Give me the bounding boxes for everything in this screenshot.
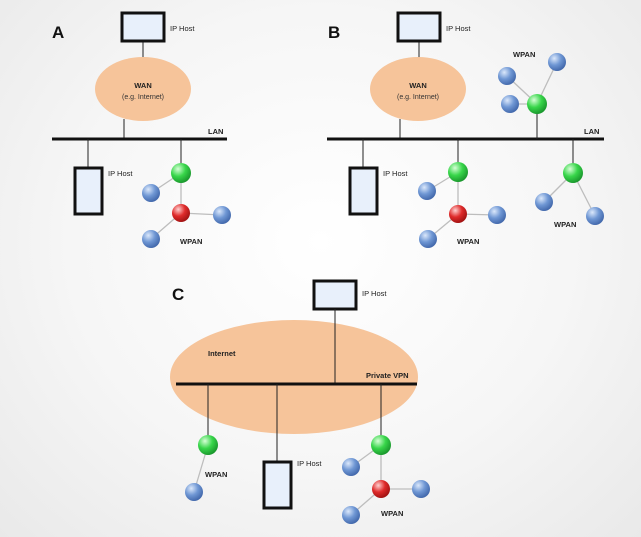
panel-b-device-node xyxy=(501,95,519,113)
panel-c-coordinator-node xyxy=(371,435,391,455)
panel-b-device-node xyxy=(419,230,437,248)
panel-c-host-bottom xyxy=(262,460,293,510)
panel-c-vpn-label: Private VPN xyxy=(366,371,409,380)
panel-c-internet-label: Internet xyxy=(208,349,236,358)
panel-b-wan-cloud xyxy=(370,57,466,121)
panel-b-router-node xyxy=(449,205,467,223)
panel-a-device-node xyxy=(142,230,160,248)
panel-b-coordinator-node xyxy=(448,162,468,182)
panel-b: B IP Host WAN (e.g. Internet) LAN WPAN I… xyxy=(327,11,604,248)
panel-c-coordinator-node xyxy=(198,435,218,455)
panel-a-host-bottom-label: IP Host xyxy=(108,169,133,178)
panel-b-host-bottom xyxy=(348,166,379,216)
panel-b-coordinator-node xyxy=(527,94,547,114)
panel-b-wpan-top-label: WPAN xyxy=(513,50,535,59)
panel-a-host-top xyxy=(120,11,166,43)
panel-a-wan-cloud xyxy=(95,57,191,121)
panel-b-wan-title: WAN xyxy=(409,81,427,90)
panel-b-wpan-mid-label: WPAN xyxy=(457,237,479,246)
panel-c-device-node xyxy=(342,506,360,524)
panel-c-device-node xyxy=(185,483,203,501)
panel-c-host-bottom-label: IP Host xyxy=(297,459,322,468)
panel-b-host-bottom-label: IP Host xyxy=(383,169,408,178)
panel-a-wpan-label: WPAN xyxy=(180,237,202,246)
panel-b-device-node xyxy=(535,193,553,211)
panel-b-wpan-right-label: WPAN xyxy=(554,220,576,229)
panel-c-device-node xyxy=(342,458,360,476)
panel-c-router-node xyxy=(372,480,390,498)
panel-b-device-node xyxy=(488,206,506,224)
panel-b-device-node xyxy=(586,207,604,225)
panel-a-wan-title: WAN xyxy=(134,81,152,90)
panel-a-coordinator-node xyxy=(171,163,191,183)
panel-c-device-node xyxy=(412,480,430,498)
panel-b-letter: B xyxy=(328,23,340,42)
panel-a-host-top-label: IP Host xyxy=(170,24,195,33)
panel-a-letter: A xyxy=(52,23,64,42)
panel-c-wpan-left-label: WPAN xyxy=(205,470,227,479)
panel-a-lan-label: LAN xyxy=(208,127,223,136)
panel-c-wpan-right-label: WPAN xyxy=(381,509,403,518)
panel-c: C Internet IP Host Private VPN WPAN IP H… xyxy=(170,279,430,524)
panel-c-host-top-label: IP Host xyxy=(362,289,387,298)
panel-b-device-node xyxy=(418,182,436,200)
panel-a-host-bottom xyxy=(73,166,104,216)
panel-b-host-top xyxy=(396,11,442,43)
panel-b-coordinator-node xyxy=(563,163,583,183)
panel-c-internet-cloud xyxy=(170,320,418,434)
panel-a-wan-subtitle: (e.g. Internet) xyxy=(122,94,164,101)
panel-b-lan-label: LAN xyxy=(584,127,599,136)
panel-a-device-node xyxy=(213,206,231,224)
panel-b-device-node xyxy=(498,67,516,85)
panel-a-device-node xyxy=(142,184,160,202)
panel-b-host-top-label: IP Host xyxy=(446,24,471,33)
panel-a-router-node xyxy=(172,204,190,222)
panel-a: A IP Host WAN (e.g. Internet) LAN IP Hos… xyxy=(52,11,231,248)
panel-b-device-node xyxy=(548,53,566,71)
panel-b-wan-subtitle: (e.g. Internet) xyxy=(397,94,439,101)
panel-c-host-top xyxy=(312,279,358,311)
panel-c-letter: C xyxy=(172,285,184,304)
